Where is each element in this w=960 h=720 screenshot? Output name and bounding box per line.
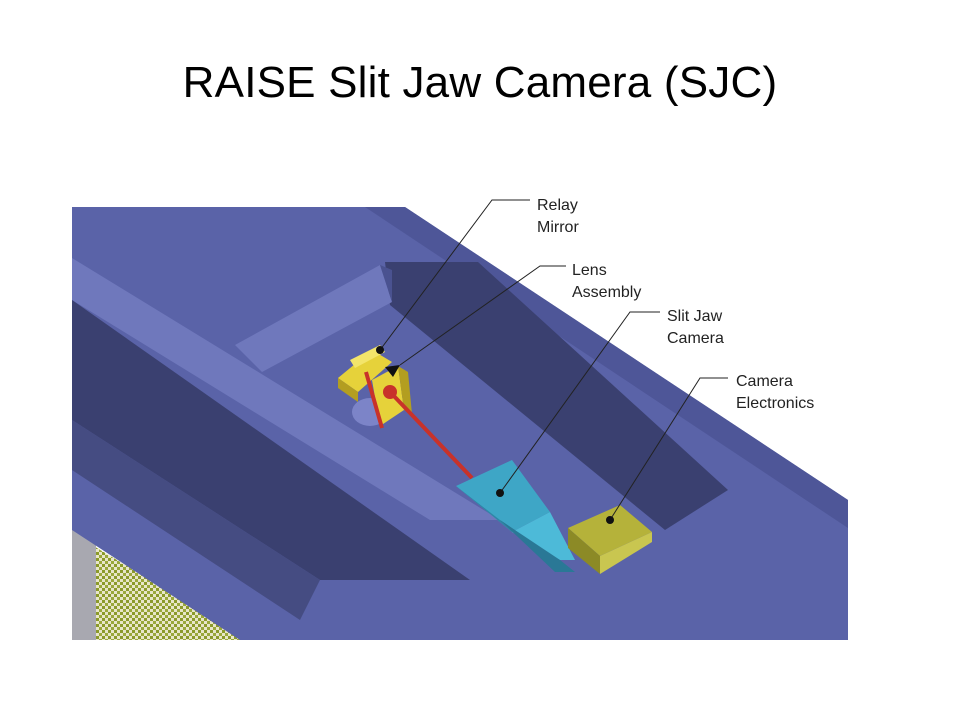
lens-arrowhead <box>385 365 400 377</box>
label-lens-assembly: Lens Assembly <box>572 262 641 301</box>
label-slit-jaw-camera: Slit Jaw Camera <box>667 308 727 347</box>
label-relay-mirror: Relay Mirror <box>537 197 582 236</box>
beam-main <box>390 392 474 480</box>
dot-camera-electronics <box>606 516 614 524</box>
leader-camera-electronics <box>609 377 728 521</box>
inner-slot <box>385 262 728 530</box>
camera-electronics-part <box>568 505 652 574</box>
label-camera-electronics: Camera Electronics <box>736 373 814 412</box>
leader-lens-assembly <box>399 265 566 366</box>
raised-plate <box>235 265 392 372</box>
left-rail <box>72 258 500 520</box>
leader-relay-mirror <box>379 199 530 351</box>
dot-slit-jaw-camera <box>496 489 504 497</box>
leader-slit-jaw-camera <box>499 311 660 494</box>
long-channel <box>72 300 470 580</box>
slide-title: RAISE Slit Jaw Camera (SJC) <box>182 58 778 107</box>
beam-relay <box>364 371 384 429</box>
slit-jaw-camera-part <box>456 460 575 572</box>
dot-relay-mirror <box>376 346 384 354</box>
lens-assembly-part <box>372 366 412 426</box>
